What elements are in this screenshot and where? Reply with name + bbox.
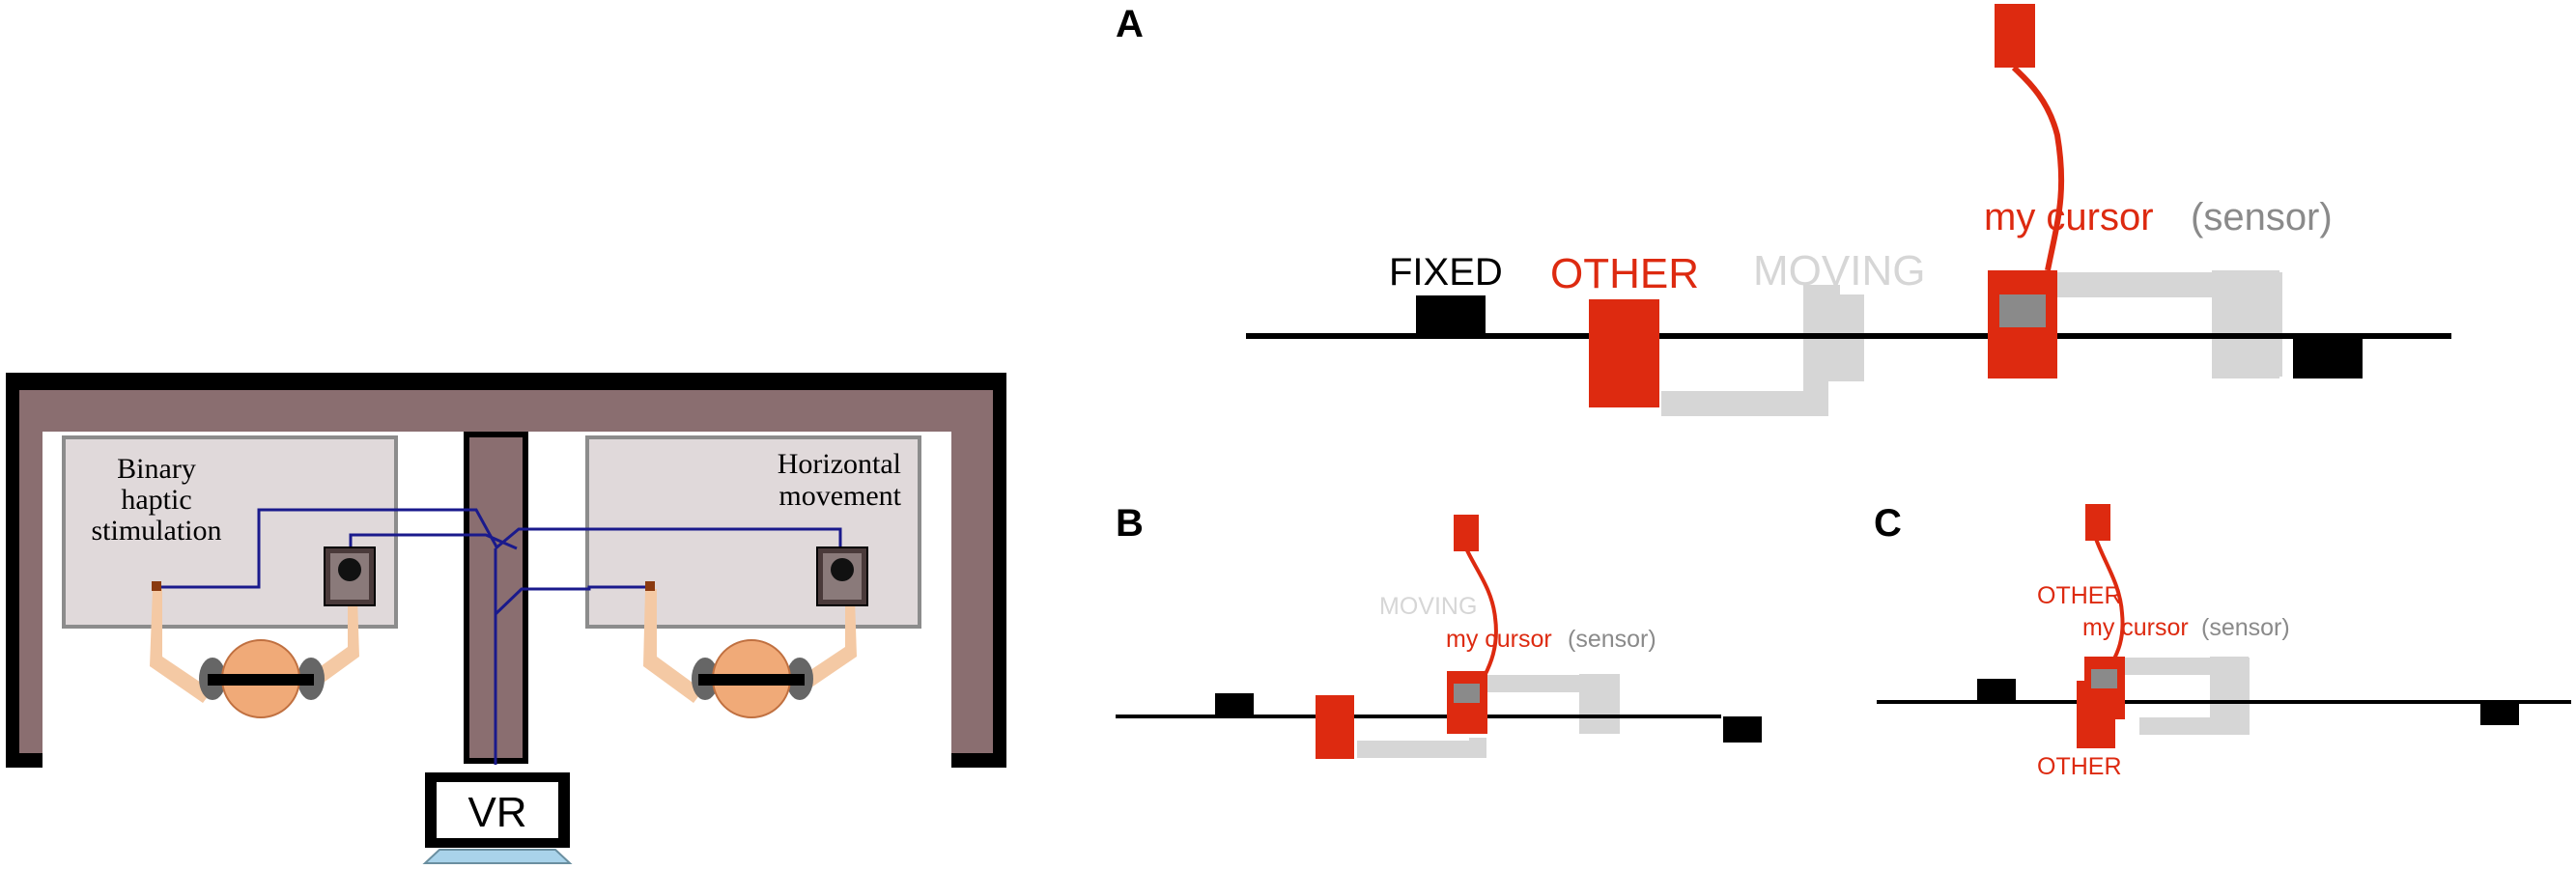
panel-a-fixed-object	[1416, 295, 1486, 336]
panel-c-fixed-object	[1977, 679, 2016, 702]
panel-c-sensor-cable	[2094, 538, 2125, 667]
room-wall-right-foot	[951, 753, 1006, 768]
panel-a-moving-label: MOVING	[1753, 247, 1925, 294]
panel-a-fixed-label: FIXED	[1389, 251, 1503, 294]
panel-c-sensor	[2085, 504, 2110, 541]
panel-a-other-label: OTHER	[1550, 250, 1699, 297]
panel-b-sensor-label: (sensor)	[1568, 626, 1656, 653]
panel-a-cursor-label: my cursor	[1984, 196, 2154, 238]
panel-a-moving-trail	[1661, 285, 1840, 416]
room-wall-left-foot	[6, 753, 42, 768]
panel-c-other-top-label: OTHER	[2037, 582, 2122, 609]
right-participant-shoulders	[698, 674, 805, 686]
panel-b-letter: B	[1116, 502, 1144, 545]
left-participant	[150, 547, 376, 718]
panel-a-fixed-object-right	[2293, 336, 2363, 378]
panel-b-cursor-window	[1454, 684, 1480, 703]
panel-a-sensor	[1995, 4, 2035, 68]
panel-b-cursor-label: my cursor	[1446, 626, 1552, 653]
panel-c-fixed-object-right	[2480, 702, 2519, 725]
panel-a-sensor-cable	[2011, 65, 2065, 271]
panel-b: B MOVING my cursor (sensor)	[1116, 502, 1762, 759]
panel-a-other-object	[1589, 299, 1659, 407]
room-wall-left-edge	[6, 373, 19, 768]
panel-b-other-object	[1316, 695, 1354, 759]
panel-a-cursor-window	[1999, 294, 2046, 327]
panel-b-moving-trail	[1357, 738, 1486, 758]
left-participant-finger-sensor	[152, 581, 161, 591]
panel-b-sensor-cable	[1464, 547, 1498, 677]
experimental-setup: VR Binary haptic stimulation Horizontal …	[6, 373, 1006, 864]
panel-c-letter: C	[1874, 502, 1902, 545]
right-manipulandum-knob	[831, 558, 854, 581]
panel-b-fixed-object-right	[1723, 716, 1762, 743]
left-manipulandum-knob	[338, 558, 361, 581]
right-participant	[643, 547, 868, 718]
panel-a-letter: A	[1116, 3, 1144, 45]
right-booth-label-line1: Horizontal	[778, 448, 901, 480]
room-wall	[6, 377, 1006, 768]
left-participant-shoulders	[208, 674, 314, 686]
room-wall-top-edge	[6, 373, 1006, 390]
panel-c-other-bottom-label: OTHER	[2037, 753, 2122, 780]
panel-c-cursor-label: my cursor	[2082, 614, 2189, 641]
panel-b-fixed-object	[1215, 693, 1254, 716]
panel-b-sensor	[1454, 515, 1479, 551]
left-booth-label-line2: haptic	[121, 484, 191, 516]
panel-c: C OTHER my cursor (sensor) OTHER	[1874, 502, 2571, 780]
panel-a-sensor-label: (sensor)	[2191, 196, 2333, 238]
wiring	[159, 508, 842, 765]
panel-a-trail-end	[2212, 270, 2279, 378]
left-booth-label-line1: Binary	[117, 453, 196, 485]
panel-c-cursor-window	[2091, 669, 2117, 688]
left-booth-label-line3: stimulation	[92, 515, 222, 547]
panel-b-trail-end	[1579, 674, 1620, 734]
vr-label: VR	[467, 789, 526, 836]
vr-monitor-base	[422, 849, 573, 864]
panel-b-moving-label: MOVING	[1379, 593, 1477, 620]
panel-c-trail-end	[2210, 657, 2249, 734]
vr-monitor: VR	[422, 772, 573, 864]
right-participant-finger-sensor	[645, 581, 655, 591]
panel-a: A FIXED OTHER MOVING my cursor (sensor)	[1116, 3, 2451, 416]
panel-c-sensor-label: (sensor)	[2201, 614, 2290, 641]
room-wall-right-edge	[993, 373, 1006, 768]
right-booth-label-line2: movement	[778, 480, 901, 512]
vr-monitor-screen	[437, 782, 558, 838]
